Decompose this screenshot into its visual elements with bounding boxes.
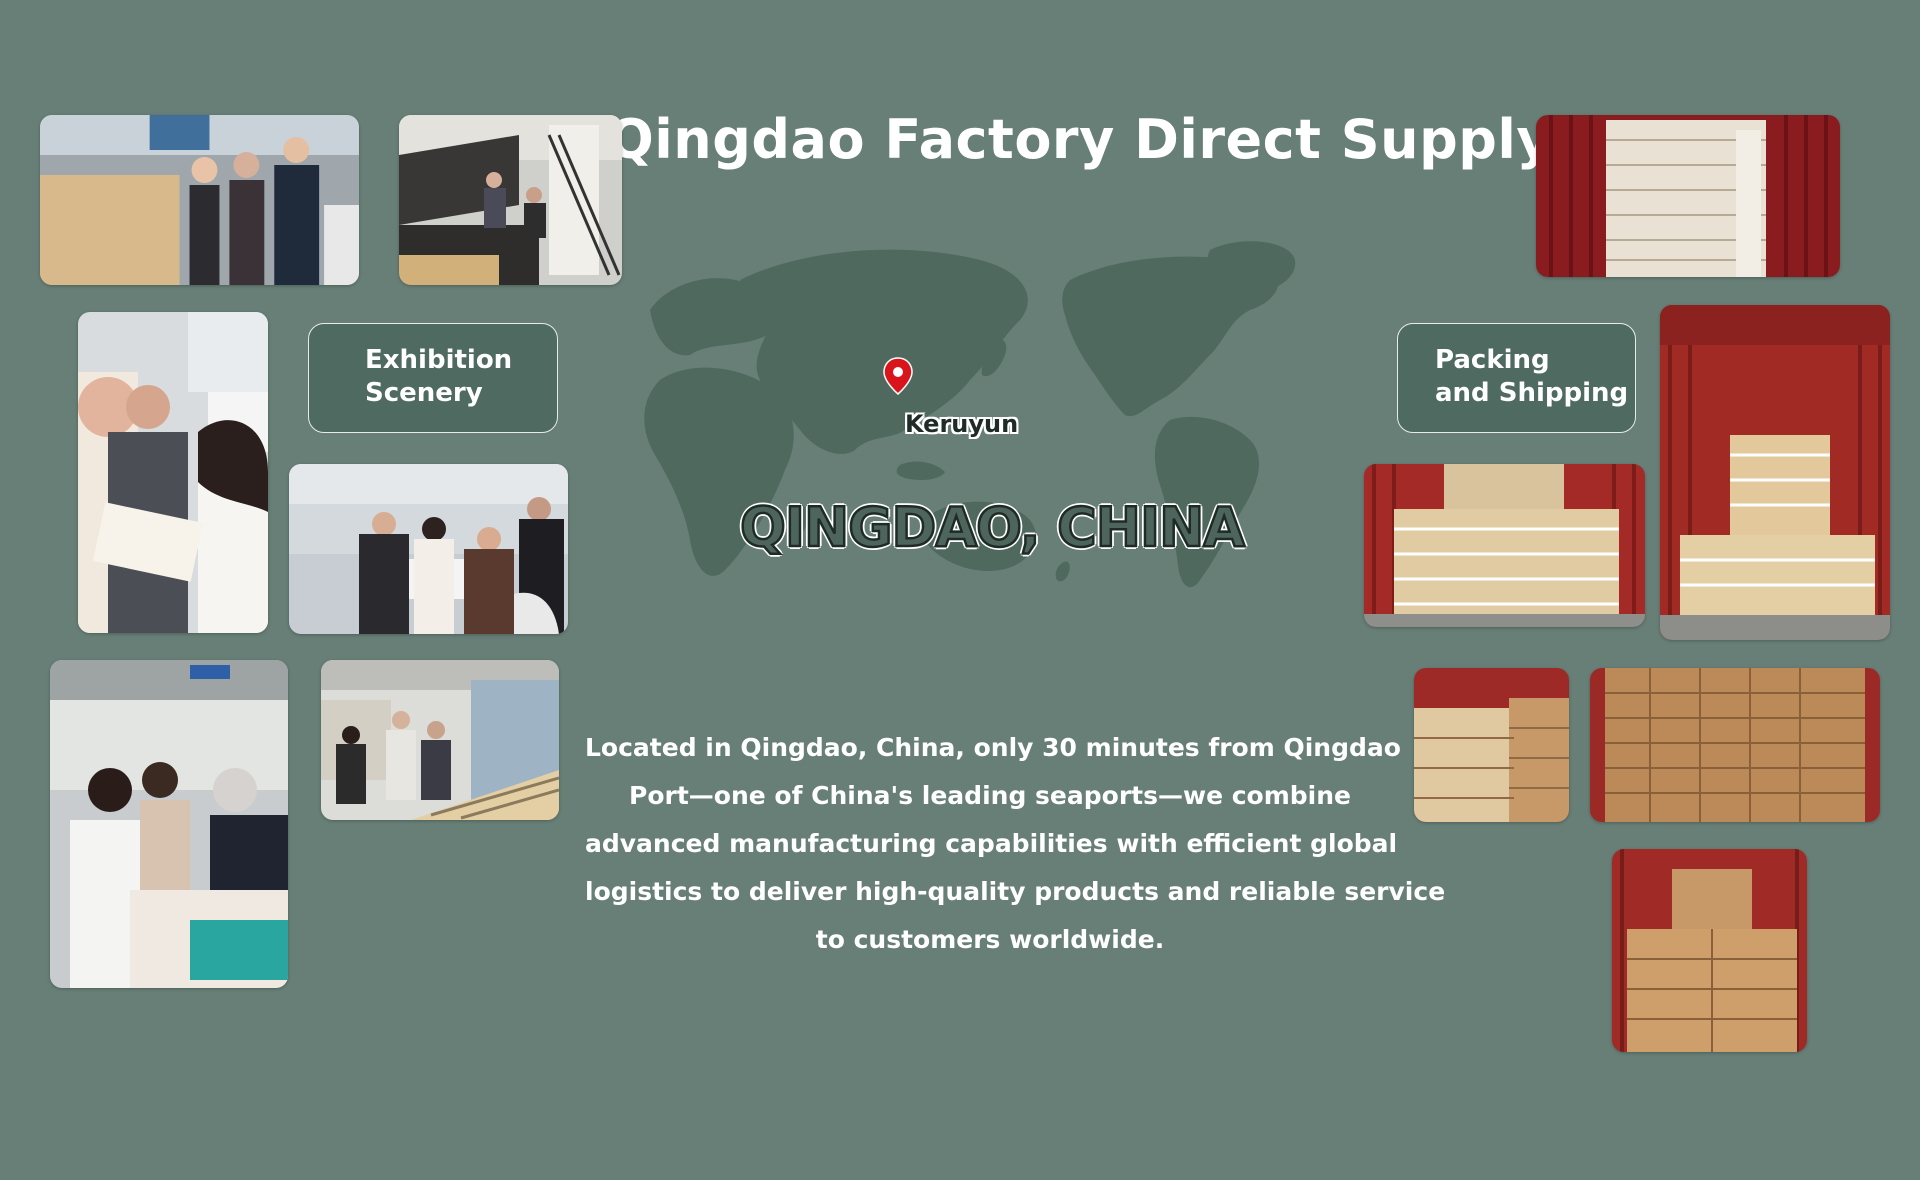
tag-line: Exhibition [365,345,513,375]
tag-line: Scenery [365,378,483,408]
packing-photo [1536,115,1840,277]
exhibition-photo [289,464,568,634]
company-description: Located in Qingdao, China, only 30 minut… [585,724,1446,964]
exhibition-photo [399,115,622,285]
packing-photo [1414,668,1569,822]
page-title: Qingdao Factory Direct Supply [607,108,1553,171]
description-line: logistics to deliver high-quality produc… [585,877,1446,906]
city-heading: QINGDAO, CHINA [739,495,1247,561]
description-line: Located in Qingdao, China, only 30 minut… [585,733,1401,762]
exhibition-photo [321,660,559,820]
exhibition-scenery-tag: Exhibition Scenery [308,323,558,433]
tag-line: Packing [1435,345,1550,375]
description-line: advanced manufacturing capabilities with… [585,829,1398,858]
description-line: to customers worldwide. [815,925,1165,954]
packing-photo [1364,464,1645,627]
packing-photo [1660,305,1890,640]
packing-photo [1590,668,1880,822]
map-pin-label: Keruyun [905,410,1019,438]
exhibition-photo [78,312,268,633]
exhibition-photo [50,660,288,988]
exhibition-photo [40,115,359,285]
tag-line: and Shipping [1435,378,1629,408]
description-line: Port—one of China's leading seaports—we … [629,781,1351,810]
location-pin-icon [883,357,913,395]
packing-photo [1612,849,1807,1052]
packing-shipping-tag: Packing and Shipping [1397,323,1636,433]
world-map [644,241,1296,588]
